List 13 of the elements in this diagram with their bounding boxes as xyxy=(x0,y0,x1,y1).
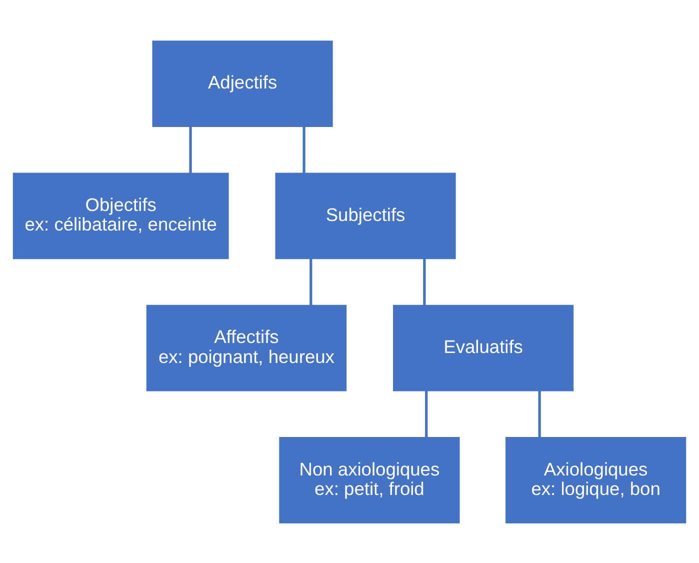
connector xyxy=(310,258,312,305)
connector xyxy=(189,126,192,172)
node-box: Subjectifs xyxy=(275,172,456,259)
connector xyxy=(423,258,426,305)
node-box: Non axiologiques ex: petit, froid xyxy=(279,436,460,523)
connector xyxy=(425,390,428,437)
node-box: Affectifs ex: poignant, heureux xyxy=(146,304,347,391)
node-box: Evaluatifs xyxy=(393,304,574,391)
node-box: Adjectifs xyxy=(152,40,333,126)
node-box: Axiologiques ex: logique, bon xyxy=(506,436,686,523)
node-box: Objectifs ex: célibataire, enceinte xyxy=(12,172,229,259)
connector xyxy=(302,126,306,172)
connector xyxy=(538,390,541,437)
